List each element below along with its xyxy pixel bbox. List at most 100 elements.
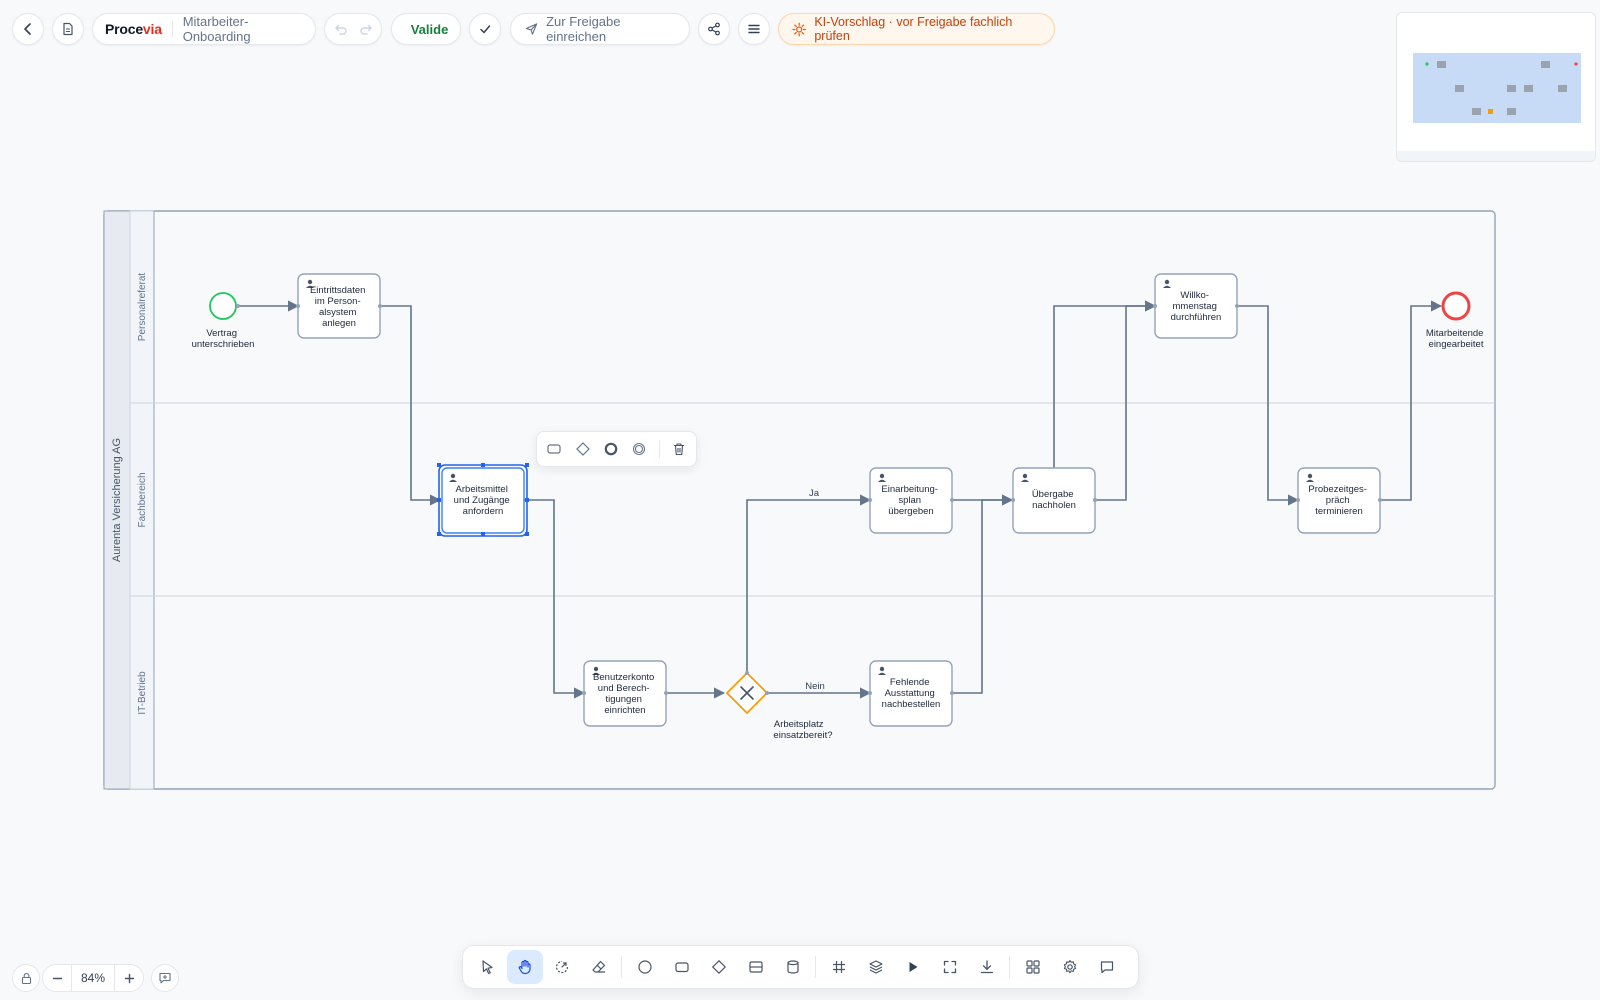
back-button[interactable] — [12, 13, 44, 45]
sparkle-icon — [792, 22, 807, 36]
redo-button[interactable] — [356, 18, 375, 40]
data-store-icon — [786, 960, 799, 974]
ai-suggestion-badge[interactable]: KI-Vorschlag · vor Freigabe fachlich prü… — [778, 13, 1055, 45]
document-title[interactable]: Mitarbeiter-Onboarding — [182, 14, 251, 44]
task-t4-label: Einarbeitung- splan übergeben — [881, 484, 940, 517]
brand-name: Procevia — [105, 21, 162, 37]
flow-t1-t2[interactable] — [380, 305, 442, 506]
minimap-preview — [1397, 13, 1595, 161]
create-task-tool[interactable] — [664, 950, 700, 984]
submit-approval-button[interactable]: Zur Freigabe einreichen — [510, 13, 690, 45]
task-t7[interactable]: Willko- mmenstag durchführen — [1153, 273, 1239, 339]
lane-fachbereich[interactable]: Fachbereich — [137, 472, 148, 527]
brand-logo: Procevia — [105, 21, 162, 37]
lane-label-it-betrieb: IT-Betrieb — [137, 671, 148, 715]
edge-label-no: Nein — [805, 681, 825, 692]
eraser-icon — [591, 960, 605, 973]
zoom-level[interactable]: 84% — [71, 964, 115, 992]
settings-button[interactable] — [1052, 950, 1088, 984]
create-event-tool[interactable] — [627, 950, 663, 984]
delete-button[interactable] — [670, 439, 688, 459]
task-t4[interactable]: Einarbeitung- splan übergeben — [868, 467, 954, 534]
zoom-in-button[interactable] — [115, 964, 143, 992]
share-button[interactable] — [698, 13, 730, 45]
lane-icon — [748, 961, 763, 973]
validate-button[interactable] — [469, 13, 501, 45]
hand-icon — [518, 959, 531, 975]
layers-button[interactable] — [858, 950, 894, 984]
append-task-button[interactable] — [545, 439, 563, 459]
task-t6-label: Übergabe nachholen — [1032, 489, 1076, 511]
fullscreen-icon — [943, 960, 956, 974]
start-event-label: Vertrag unterschrieben — [192, 328, 255, 350]
flow-t6-t7-top[interactable] — [1053, 300, 1157, 468]
flow-t7-t8[interactable] — [1237, 305, 1300, 506]
eraser-tool[interactable] — [581, 950, 617, 984]
user-task-icon — [306, 279, 314, 288]
undo-button[interactable] — [331, 18, 350, 40]
add-comment-button[interactable] — [151, 964, 179, 992]
edge-label-yes: Ja — [809, 488, 820, 499]
append-intermediate-event-button[interactable] — [630, 439, 648, 459]
exclusive-gateway[interactable]: Arbeitsplatz einsatzbereit? — [725, 671, 833, 741]
flow-t8-end[interactable] — [1380, 300, 1443, 501]
flow-gateway-yes[interactable] — [746, 494, 872, 673]
gateway-icon — [711, 959, 726, 975]
check-icon — [480, 25, 491, 34]
play-icon — [909, 962, 917, 972]
create-gateway-tool[interactable] — [701, 950, 737, 984]
document-button[interactable] — [52, 13, 84, 45]
toolbar-divider — [815, 956, 816, 978]
apps-button[interactable] — [1015, 950, 1051, 984]
flow-t5-t6[interactable] — [952, 494, 1014, 694]
flow-t2-t3[interactable] — [524, 499, 586, 699]
task-t6[interactable]: Übergabe nachholen — [1011, 467, 1097, 534]
toolbar-divider — [621, 956, 622, 978]
task-t5[interactable]: Fehlende Ausstattung nachbestellen — [868, 660, 954, 727]
pointer-icon — [481, 960, 493, 975]
select-tool[interactable] — [470, 950, 506, 984]
export-button[interactable] — [969, 950, 1005, 984]
lock-button[interactable] — [12, 964, 40, 992]
create-data-store-tool[interactable] — [775, 950, 811, 984]
ai-suggestion-label: KI-Vorschlag · vor Freigabe fachlich prü… — [814, 15, 1013, 43]
document-icon — [63, 22, 73, 36]
intermediate-event-icon — [633, 442, 646, 456]
start-event[interactable]: Vertrag unterschrieben — [192, 292, 255, 350]
toolbar-divider — [1009, 956, 1010, 978]
lane-label-personalreferat: Personalreferat — [137, 273, 148, 342]
end-event[interactable]: Mitarbeitende eingearbeitet — [1426, 291, 1486, 350]
simulate-button[interactable] — [895, 950, 931, 984]
user-task-icon — [449, 473, 457, 482]
share-icon — [708, 22, 720, 36]
brand-divider — [171, 21, 173, 37]
plus-icon — [124, 973, 134, 983]
grid-toggle[interactable] — [821, 950, 857, 984]
hand-tool[interactable] — [506, 950, 543, 984]
gateway-label: Arbeitsplatz einsatzbereit? — [773, 719, 832, 741]
create-lane-tool[interactable] — [738, 950, 774, 984]
zoom-out-button[interactable] — [43, 964, 71, 992]
task-t1[interactable]: Eintrittsdaten im Person- alsystem anleg… — [296, 273, 382, 339]
fit-to-screen-button[interactable] — [932, 950, 968, 984]
lane-personalreferat[interactable]: Personalreferat — [137, 273, 148, 342]
lasso-tool[interactable] — [544, 950, 580, 984]
append-end-event-button[interactable] — [602, 439, 620, 459]
zoom-controls: 84% — [42, 964, 144, 992]
selection-handles[interactable] — [437, 463, 529, 536]
validation-status[interactable]: Valide — [391, 13, 461, 45]
submit-label: Zur Freigabe einreichen — [546, 14, 621, 44]
task-t2[interactable]: Arbeitsmittel und Zugänge anfordern — [437, 463, 529, 537]
user-task-icon — [1163, 279, 1171, 288]
layers-icon — [868, 960, 883, 974]
lane-it-betrieb[interactable]: IT-Betrieb — [137, 671, 148, 715]
task-t8[interactable]: Probezeitges- präch terminieren — [1296, 467, 1382, 534]
comments-button[interactable] — [1089, 950, 1125, 984]
flow-t6-t7-right[interactable] — [1095, 300, 1157, 501]
task-t3[interactable]: Benutzerkonto und Berech- tigungen einri… — [582, 660, 668, 727]
menu-button[interactable] — [738, 13, 770, 45]
append-gateway-button[interactable] — [573, 439, 591, 459]
task-t1-label: Eintrittsdaten im Person- alsystem anleg… — [310, 285, 368, 329]
minimap[interactable] — [1396, 12, 1596, 162]
